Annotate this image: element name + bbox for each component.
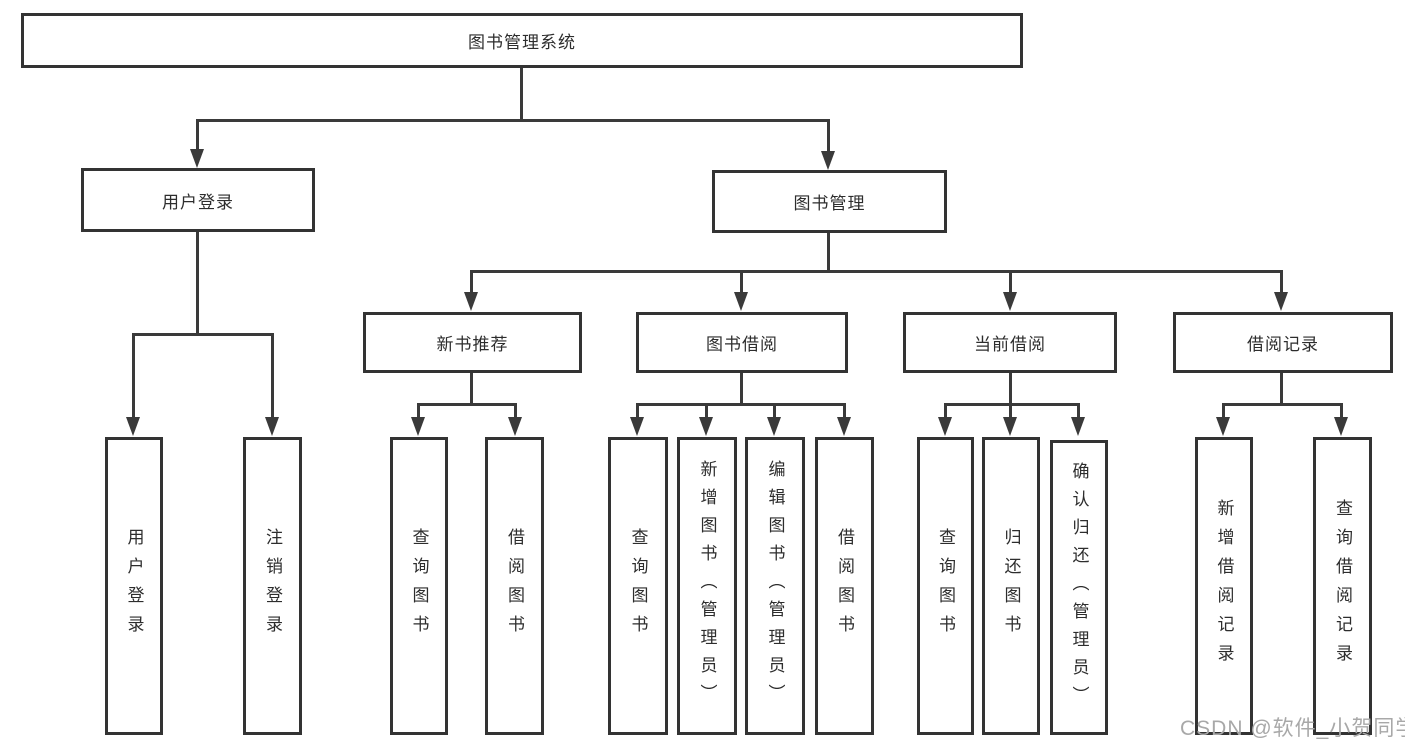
arrowhead-br2 [1334,417,1348,436]
leaf-label-query-books-nb: 查询图书 [409,528,429,644]
connector-arrow-shaft-user-login [196,119,199,152]
leaf-label-borrow-books-nb: 借阅图书 [505,528,524,644]
connector-new-book-stub [470,373,473,406]
arrowhead-cb1 [938,417,952,436]
leaf-box-edit-books-admin: 编辑图书（管理员） [745,437,805,735]
level3-box-book-borrow: 图书借阅 [636,312,848,373]
level3-label-borrow-record: 借阅记录 [1247,335,1319,354]
level2-box-user-login: 用户登录 [81,168,315,232]
connector-arrow-shaft-borrow-record [1280,270,1283,295]
connector-arrow-shaft-new-book [470,270,473,295]
connector-book-borrow-stub [740,373,743,406]
level3-box-borrow-record: 借阅记录 [1173,312,1393,373]
level2-label-user-login: 用户登录 [162,192,234,212]
connector-borrow-record-rail [1222,403,1343,406]
arrowhead-book-mgmt [821,151,835,170]
leaf-box-add-books-admin: 新增图书（管理员） [677,437,737,735]
leaf-label-return-books: 归还图书 [1001,528,1021,644]
level3-label-current-borrow: 当前借阅 [974,335,1046,354]
connector-book-borrow-rail [636,403,846,406]
connector-current-borrow-stub [1009,373,1012,406]
leaf-box-return-books: 归还图书 [982,437,1040,735]
arrowhead-nb2 [508,417,522,436]
leaf-box-query-books-cb: 查询图书 [917,437,974,735]
connector-arrow-shaft-nb2 [514,403,517,419]
level3-box-current-borrow: 当前借阅 [903,312,1117,373]
leaf-box-add-borrow-record: 新增借阅记录 [1195,437,1253,735]
root-box-library-system: 图书管理系统 [21,13,1023,68]
leaf-box-query-books-nb: 查询图书 [390,437,448,735]
level2-box-book-mgmt: 图书管理 [712,170,947,233]
arrowhead-borrow-record [1274,292,1288,311]
arrowhead-bb1 [630,417,644,436]
arrowhead-current-borrow [1003,292,1017,311]
connector-arrow-shaft-bb2 [705,403,708,419]
arrowhead-br1 [1216,417,1230,436]
leaf-label-add-borrow-record: 新增借阅记录 [1214,499,1234,673]
connector-arrow-shaft-cb2 [1009,403,1012,419]
leaf-label-logout: 注销登录 [263,528,282,644]
connector-arrow-shaft-cb1 [944,403,947,419]
leaf-box-confirm-return-admin: 确认归还（管理员） [1050,440,1108,735]
leaf-label-query-books-cb: 查询图书 [936,528,955,644]
leaf-box-user-login: 用户登录 [105,437,163,735]
leaf-label-add-books-admin: 新增图书（管理员） [697,460,717,712]
leaf-box-logout: 注销登录 [243,437,302,735]
connector-arrow-shaft-current-borrow [1009,270,1012,295]
connector-user-login-rail [132,333,274,336]
watermark: CSDN @软件_小贺同学 [1180,717,1405,740]
arrowhead-cb2 [1003,417,1017,436]
level3-label-new-book: 新书推荐 [436,335,509,354]
arrowhead-book-borrow [734,292,748,311]
arrowhead-cb3 [1071,417,1085,436]
arrowhead-bb3 [767,417,781,436]
level2-label-book-mgmt: 图书管理 [793,194,866,213]
connector-arrow-shaft-bb3 [773,403,776,419]
connector-arrow-shaft-br2 [1340,403,1343,419]
leaf-box-query-borrow-record: 查询借阅记录 [1313,437,1372,735]
leaf-label-query-borrow-record: 查询借阅记录 [1333,499,1352,673]
connector-user-login-stub [196,232,199,336]
arrowhead-user-login [190,149,204,168]
root-label: 图书管理系统 [468,33,576,52]
leaf-label-query-books-bb: 查询图书 [628,528,648,644]
arrowhead-nb1 [411,417,425,436]
leaf-box-borrow-books-bb: 借阅图书 [815,437,874,735]
connector-arrow-shaft-bb1 [636,403,639,419]
arrowhead-logout-leaf [265,417,279,436]
leaf-label-edit-books-admin: 编辑图书（管理员） [765,460,785,712]
connector-current-borrow-rail [944,403,1080,406]
connector-root-rail [196,119,830,122]
connector-arrow-shaft-bb4 [843,403,846,419]
connector-arrow-shaft-logout-leaf [271,333,274,418]
connector-arrow-shaft-book-borrow [740,270,743,295]
arrowhead-bb2 [699,417,713,436]
leaf-box-borrow-books-nb: 借阅图书 [485,437,544,735]
arrowhead-login-leaf [126,417,140,436]
connector-arrow-shaft-nb1 [417,403,420,419]
connector-arrow-shaft-cb3 [1077,403,1080,419]
connector-arrow-shaft-login-leaf [132,333,135,418]
connector-book-mgmt-stub [827,233,830,273]
leaf-box-query-books-bb: 查询图书 [608,437,668,735]
connector-level3-rail [470,270,1283,273]
leaf-label-confirm-return-admin: 确认归还（管理员） [1069,461,1089,714]
connector-root-stub [520,68,523,121]
connector-new-book-rail [417,403,517,406]
level3-box-new-book: 新书推荐 [363,312,582,373]
arrowhead-new-book [464,292,478,311]
level3-label-book-borrow: 图书借阅 [706,335,778,354]
connector-borrow-record-stub [1280,373,1283,406]
leaf-label-user-login: 用户登录 [124,528,144,644]
arrowhead-bb4 [837,417,851,436]
connector-arrow-shaft-br1 [1222,403,1225,419]
leaf-label-borrow-books-bb: 借阅图书 [835,528,854,644]
connector-arrow-shaft-book-mgmt [827,119,830,153]
